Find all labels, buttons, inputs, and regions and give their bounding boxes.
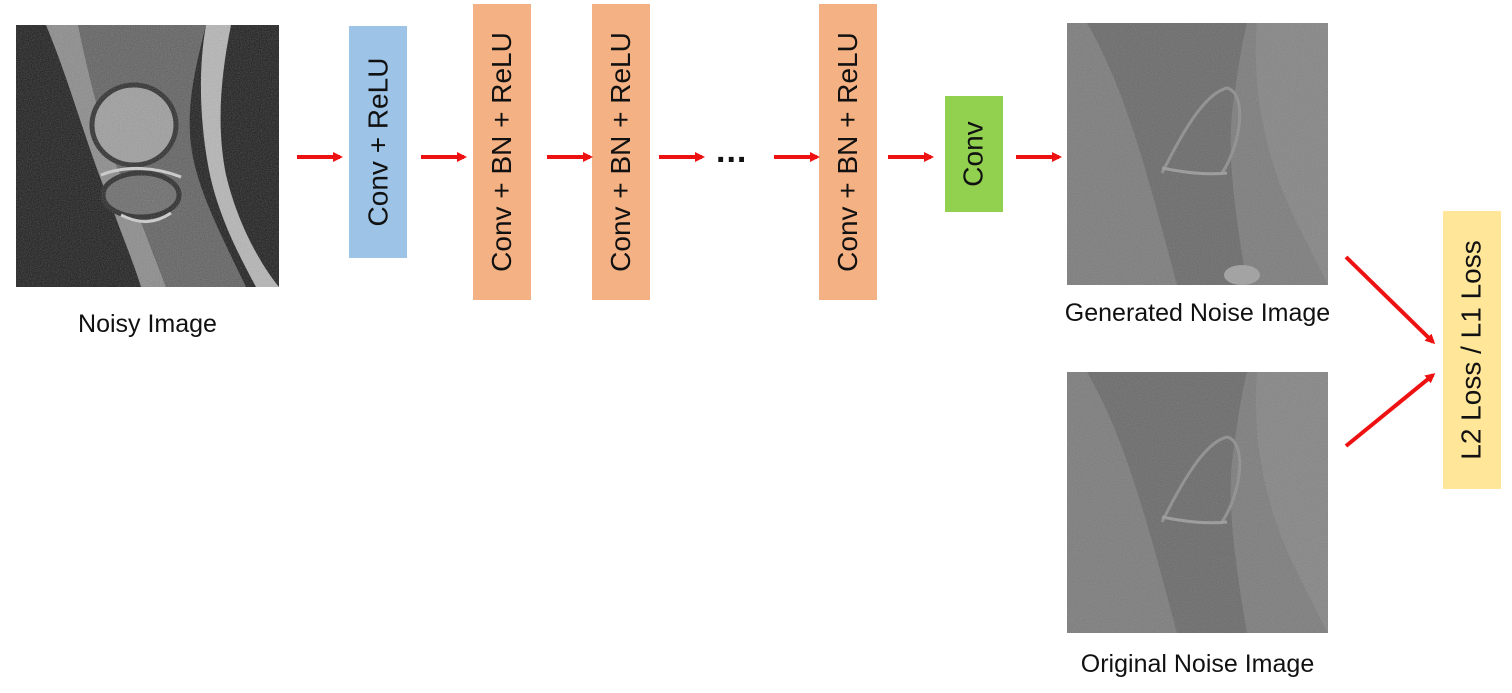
ellipsis: ... [716, 132, 748, 170]
layer-conv-bn-relu-2: Conv + BN + ReLU [592, 4, 650, 300]
layer-label: Conv + ReLU [362, 57, 393, 227]
layer-conv-relu: Conv + ReLU [349, 26, 407, 258]
layer-conv: Conv [945, 96, 1003, 212]
original-noise-image [1067, 372, 1328, 633]
layer-conv-bn-relu-1: Conv + BN + ReLU [473, 4, 531, 300]
original-noise-image-caption: Original Noise Image [1080, 650, 1315, 678]
noisy-image [16, 25, 279, 287]
generated-noise-image [1067, 23, 1328, 285]
loss-block: L2 Loss / L1 Loss [1443, 211, 1501, 489]
layer-label: Conv + BN + ReLU [832, 32, 864, 272]
generated-noise-image-caption: Generated Noise Image [1064, 299, 1331, 327]
loss-label: L2 Loss / L1 Loss [1456, 240, 1488, 460]
noisy-image-caption: Noisy Image [78, 310, 217, 338]
layer-label: Conv [958, 121, 989, 187]
layer-conv-bn-relu-n: Conv + BN + ReLU [819, 4, 877, 300]
arrow [1344, 373, 1436, 448]
layer-label: Conv + BN + ReLU [605, 32, 637, 272]
layer-label: Conv + BN + ReLU [486, 32, 518, 272]
